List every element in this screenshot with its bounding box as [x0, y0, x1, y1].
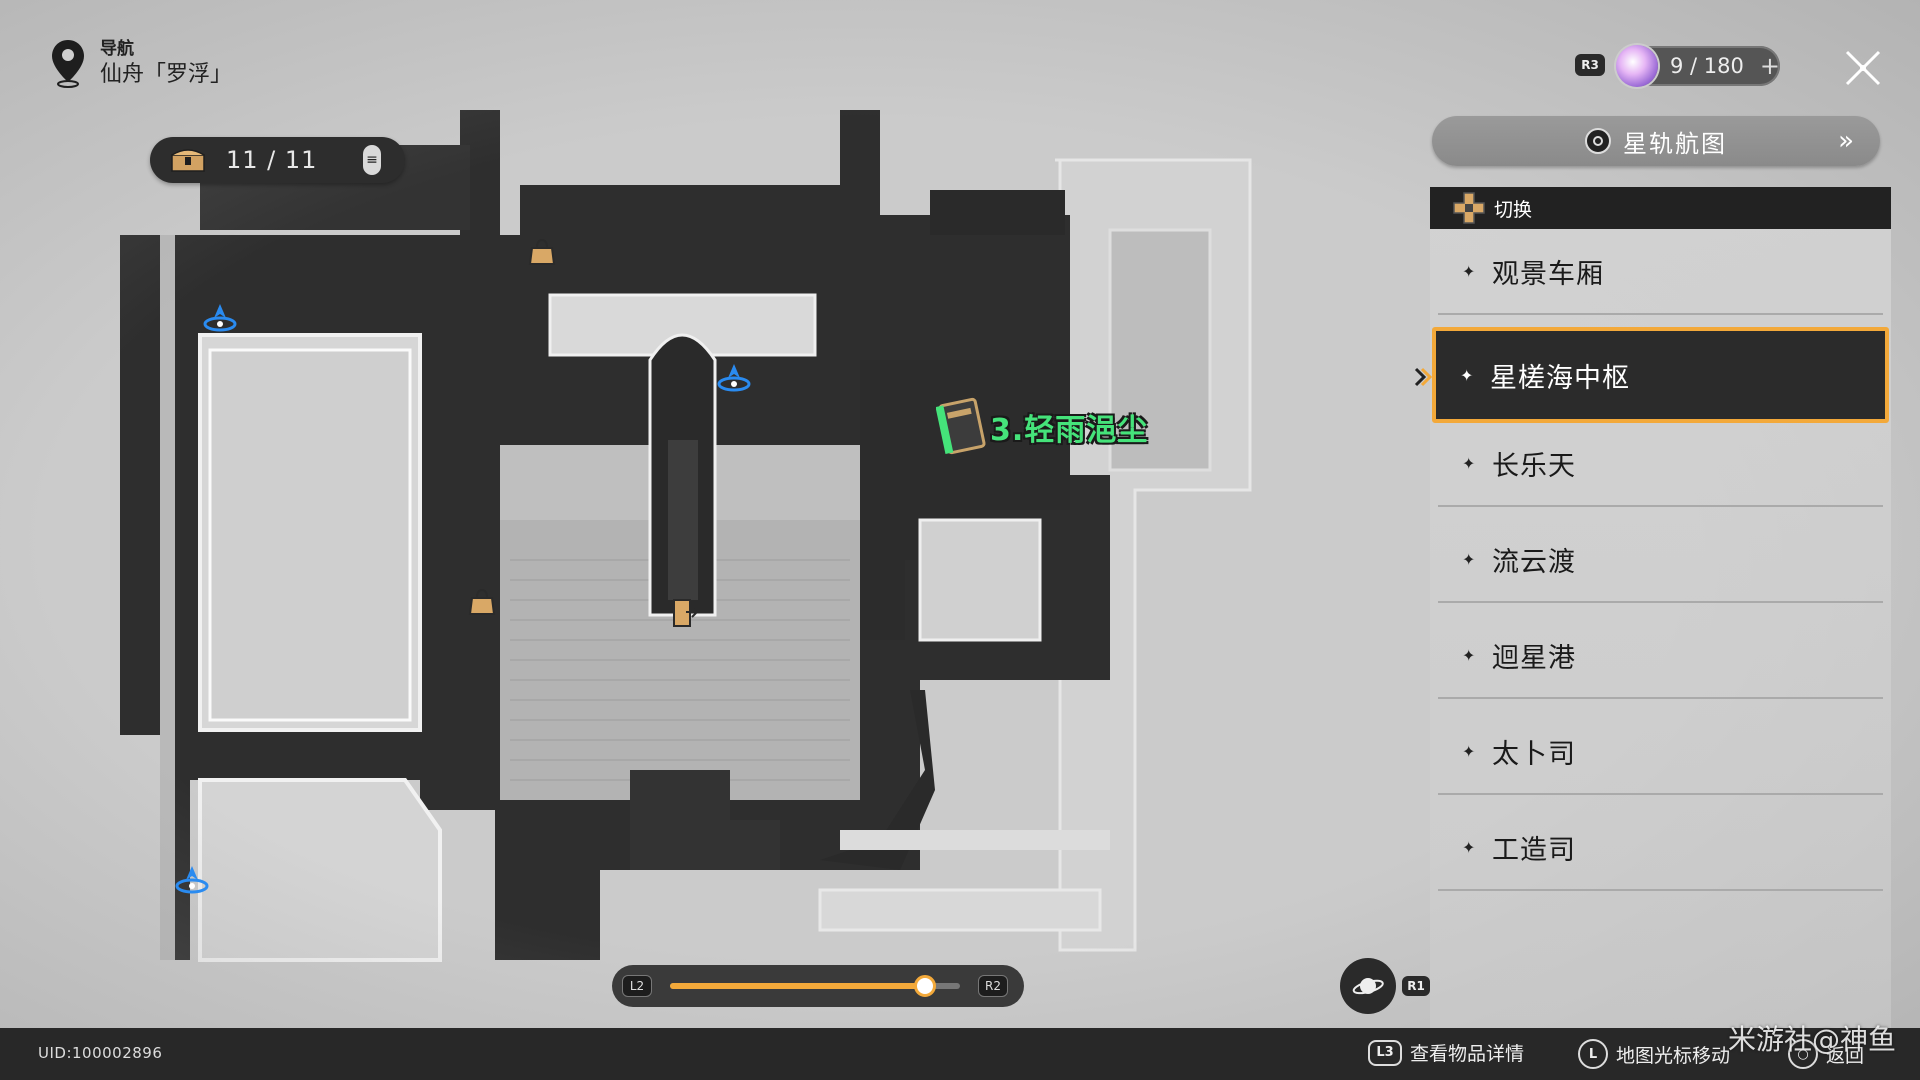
area-item-everyday-bliss[interactable]: ✦ 长乐天	[1438, 421, 1883, 507]
diamond-icon: ✦	[1460, 365, 1474, 385]
area-item-label: 工造司	[1492, 834, 1576, 866]
star-rail-map-label: 星轨航图	[1623, 129, 1727, 158]
region-name: 仙舟「罗浮」	[100, 62, 233, 87]
diamond-icon: ✦	[1462, 549, 1476, 569]
zoom-knob[interactable]	[914, 975, 937, 997]
space-anchor-icon[interactable]	[202, 300, 238, 336]
watermark: 米游社@神鱼	[1728, 1023, 1897, 1056]
navigation-label: 导航	[100, 39, 134, 59]
treasure-chest-icon	[171, 149, 205, 172]
switch-label: 切换	[1494, 198, 1533, 221]
chevron-right-icon: »	[1838, 126, 1854, 156]
trailblaze-power-icon	[1616, 45, 1658, 87]
planet-icon	[1352, 978, 1384, 995]
diamond-icon: ✦	[1462, 837, 1476, 857]
circle-button-icon: ○	[1788, 1039, 1818, 1069]
area-item-label: 流云渡	[1492, 546, 1576, 578]
circle-button-icon	[1585, 128, 1611, 154]
hint-label: 查看物品详情	[1410, 1043, 1525, 1065]
l3-key-icon: L3	[1368, 1039, 1402, 1066]
area-item-cloudford[interactable]: ✦ 流云渡	[1438, 517, 1883, 603]
hint-view-item-details[interactable]: L3 查看物品详情	[1368, 1039, 1524, 1066]
space-anchor-icon[interactable]	[716, 360, 752, 396]
area-item-label: 太卜司	[1492, 738, 1576, 770]
dpad-icon	[1453, 192, 1485, 224]
diamond-icon: ✦	[1462, 261, 1476, 281]
selection-pointer-icon	[1414, 367, 1432, 387]
area-item-label: 观景车厢	[1492, 258, 1604, 290]
zoom-in-key[interactable]: R2	[978, 975, 1008, 997]
chest-count: 11 / 11	[226, 146, 318, 174]
trailblaze-power-pill[interactable]: 9 / 180 +	[1616, 45, 1780, 87]
r3-key-badge: R3	[1575, 54, 1605, 76]
world-switch-button[interactable]	[1340, 958, 1396, 1014]
space-anchor-icon[interactable]	[174, 862, 210, 898]
area-item-artisanship-commission[interactable]: ✦ 工造司	[1438, 805, 1883, 891]
close-icon[interactable]	[1843, 48, 1883, 88]
chest-counter[interactable]: 11 / 11 ≡	[150, 137, 405, 183]
shop-bag-icon[interactable]	[466, 586, 498, 618]
zoom-track[interactable]	[670, 975, 960, 997]
quest-marker-label[interactable]: 3.轻雨浥尘	[990, 413, 1149, 448]
l-stick-icon: L	[1578, 1039, 1608, 1069]
zoom-fill	[670, 983, 926, 989]
shop-bag-icon[interactable]	[526, 236, 558, 268]
chest-list-button[interactable]: ≡	[363, 145, 381, 175]
area-item-label: 星槎海中枢	[1490, 362, 1630, 394]
area-item-label: 迴星港	[1492, 642, 1576, 674]
trailblaze-power-value: 9 / 180	[1670, 54, 1744, 78]
location-pin-icon	[52, 40, 84, 88]
hint-move-map-cursor[interactable]: L 地图光标移动	[1578, 1039, 1730, 1069]
switch-header: 切换	[1430, 187, 1891, 229]
zoom-out-key[interactable]: L2	[622, 975, 652, 997]
diamond-icon: ✦	[1462, 453, 1476, 473]
door-exit-icon[interactable]	[668, 596, 700, 630]
area-list: ✦ 观景车厢 ✦ 星槎海中枢 ✦ 长乐天 ✦ 流云渡 ✦ 迴星港 ✦ 太卜司 ✦…	[1414, 229, 1891, 1029]
hint-back[interactable]: ○ 返回	[1788, 1039, 1864, 1069]
area-item-divination-commission[interactable]: ✦ 太卜司	[1438, 709, 1883, 795]
hint-label: 地图光标移动	[1616, 1044, 1731, 1067]
diamond-icon: ✦	[1462, 741, 1476, 761]
r1-key-badge: R1	[1402, 976, 1430, 996]
bottom-bar: UID:100002896 L3 查看物品详情 L 地图光标移动 ○ 返回	[0, 1028, 1920, 1080]
area-item-starskiff-haven[interactable]: ✦ 迴星港	[1438, 613, 1883, 699]
quest-book-icon[interactable]	[936, 396, 990, 456]
area-item-central-starskiff-haven[interactable]: ✦ 星槎海中枢	[1414, 327, 1889, 423]
diamond-icon: ✦	[1462, 645, 1476, 665]
navigation-header: 导航 仙舟「罗浮」	[50, 38, 232, 90]
star-rail-map-button[interactable]: 星轨航图 »	[1432, 116, 1880, 166]
add-power-button[interactable]: +	[1759, 52, 1780, 80]
hint-label: 返回	[1826, 1044, 1865, 1067]
area-item-label: 长乐天	[1492, 450, 1576, 482]
area-item-observation-car[interactable]: ✦ 观景车厢	[1438, 229, 1883, 315]
uid-label: UID:100002896	[38, 1044, 163, 1062]
zoom-slider[interactable]: L2 R2	[612, 965, 1024, 1007]
